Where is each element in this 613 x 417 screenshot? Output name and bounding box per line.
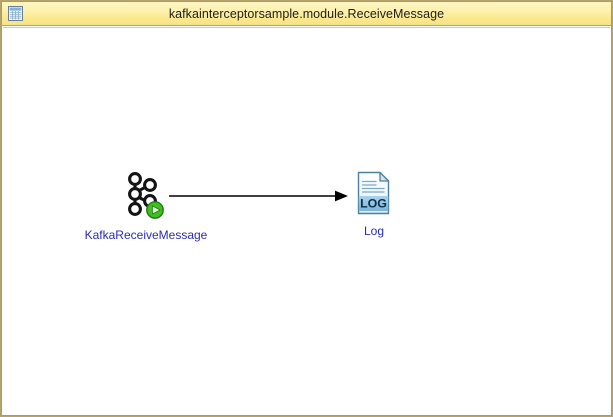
node-log[interactable]: LOG Log	[339, 170, 409, 238]
node-label-kafka-receive-message: KafkaReceiveMessage	[84, 228, 208, 242]
diagram-canvas[interactable]: KafkaReceiveMessage	[3, 27, 610, 414]
log-icon-text: LOG	[360, 196, 387, 210]
window-title: kafkainterceptorsample.module.ReceiveMes…	[168, 6, 445, 21]
node-kafka-receive-message[interactable]: KafkaReceiveMessage	[81, 170, 211, 242]
connector-kafka-to-log[interactable]	[169, 186, 349, 206]
window-titlebar[interactable]: kafkainterceptorsample.module.ReceiveMes…	[2, 2, 611, 26]
kafka-receive-icon	[81, 170, 211, 225]
green-play-badge	[146, 201, 164, 219]
module-table-icon	[7, 5, 24, 22]
log-document-icon: LOG	[339, 170, 409, 221]
node-label-log: Log	[363, 224, 385, 238]
